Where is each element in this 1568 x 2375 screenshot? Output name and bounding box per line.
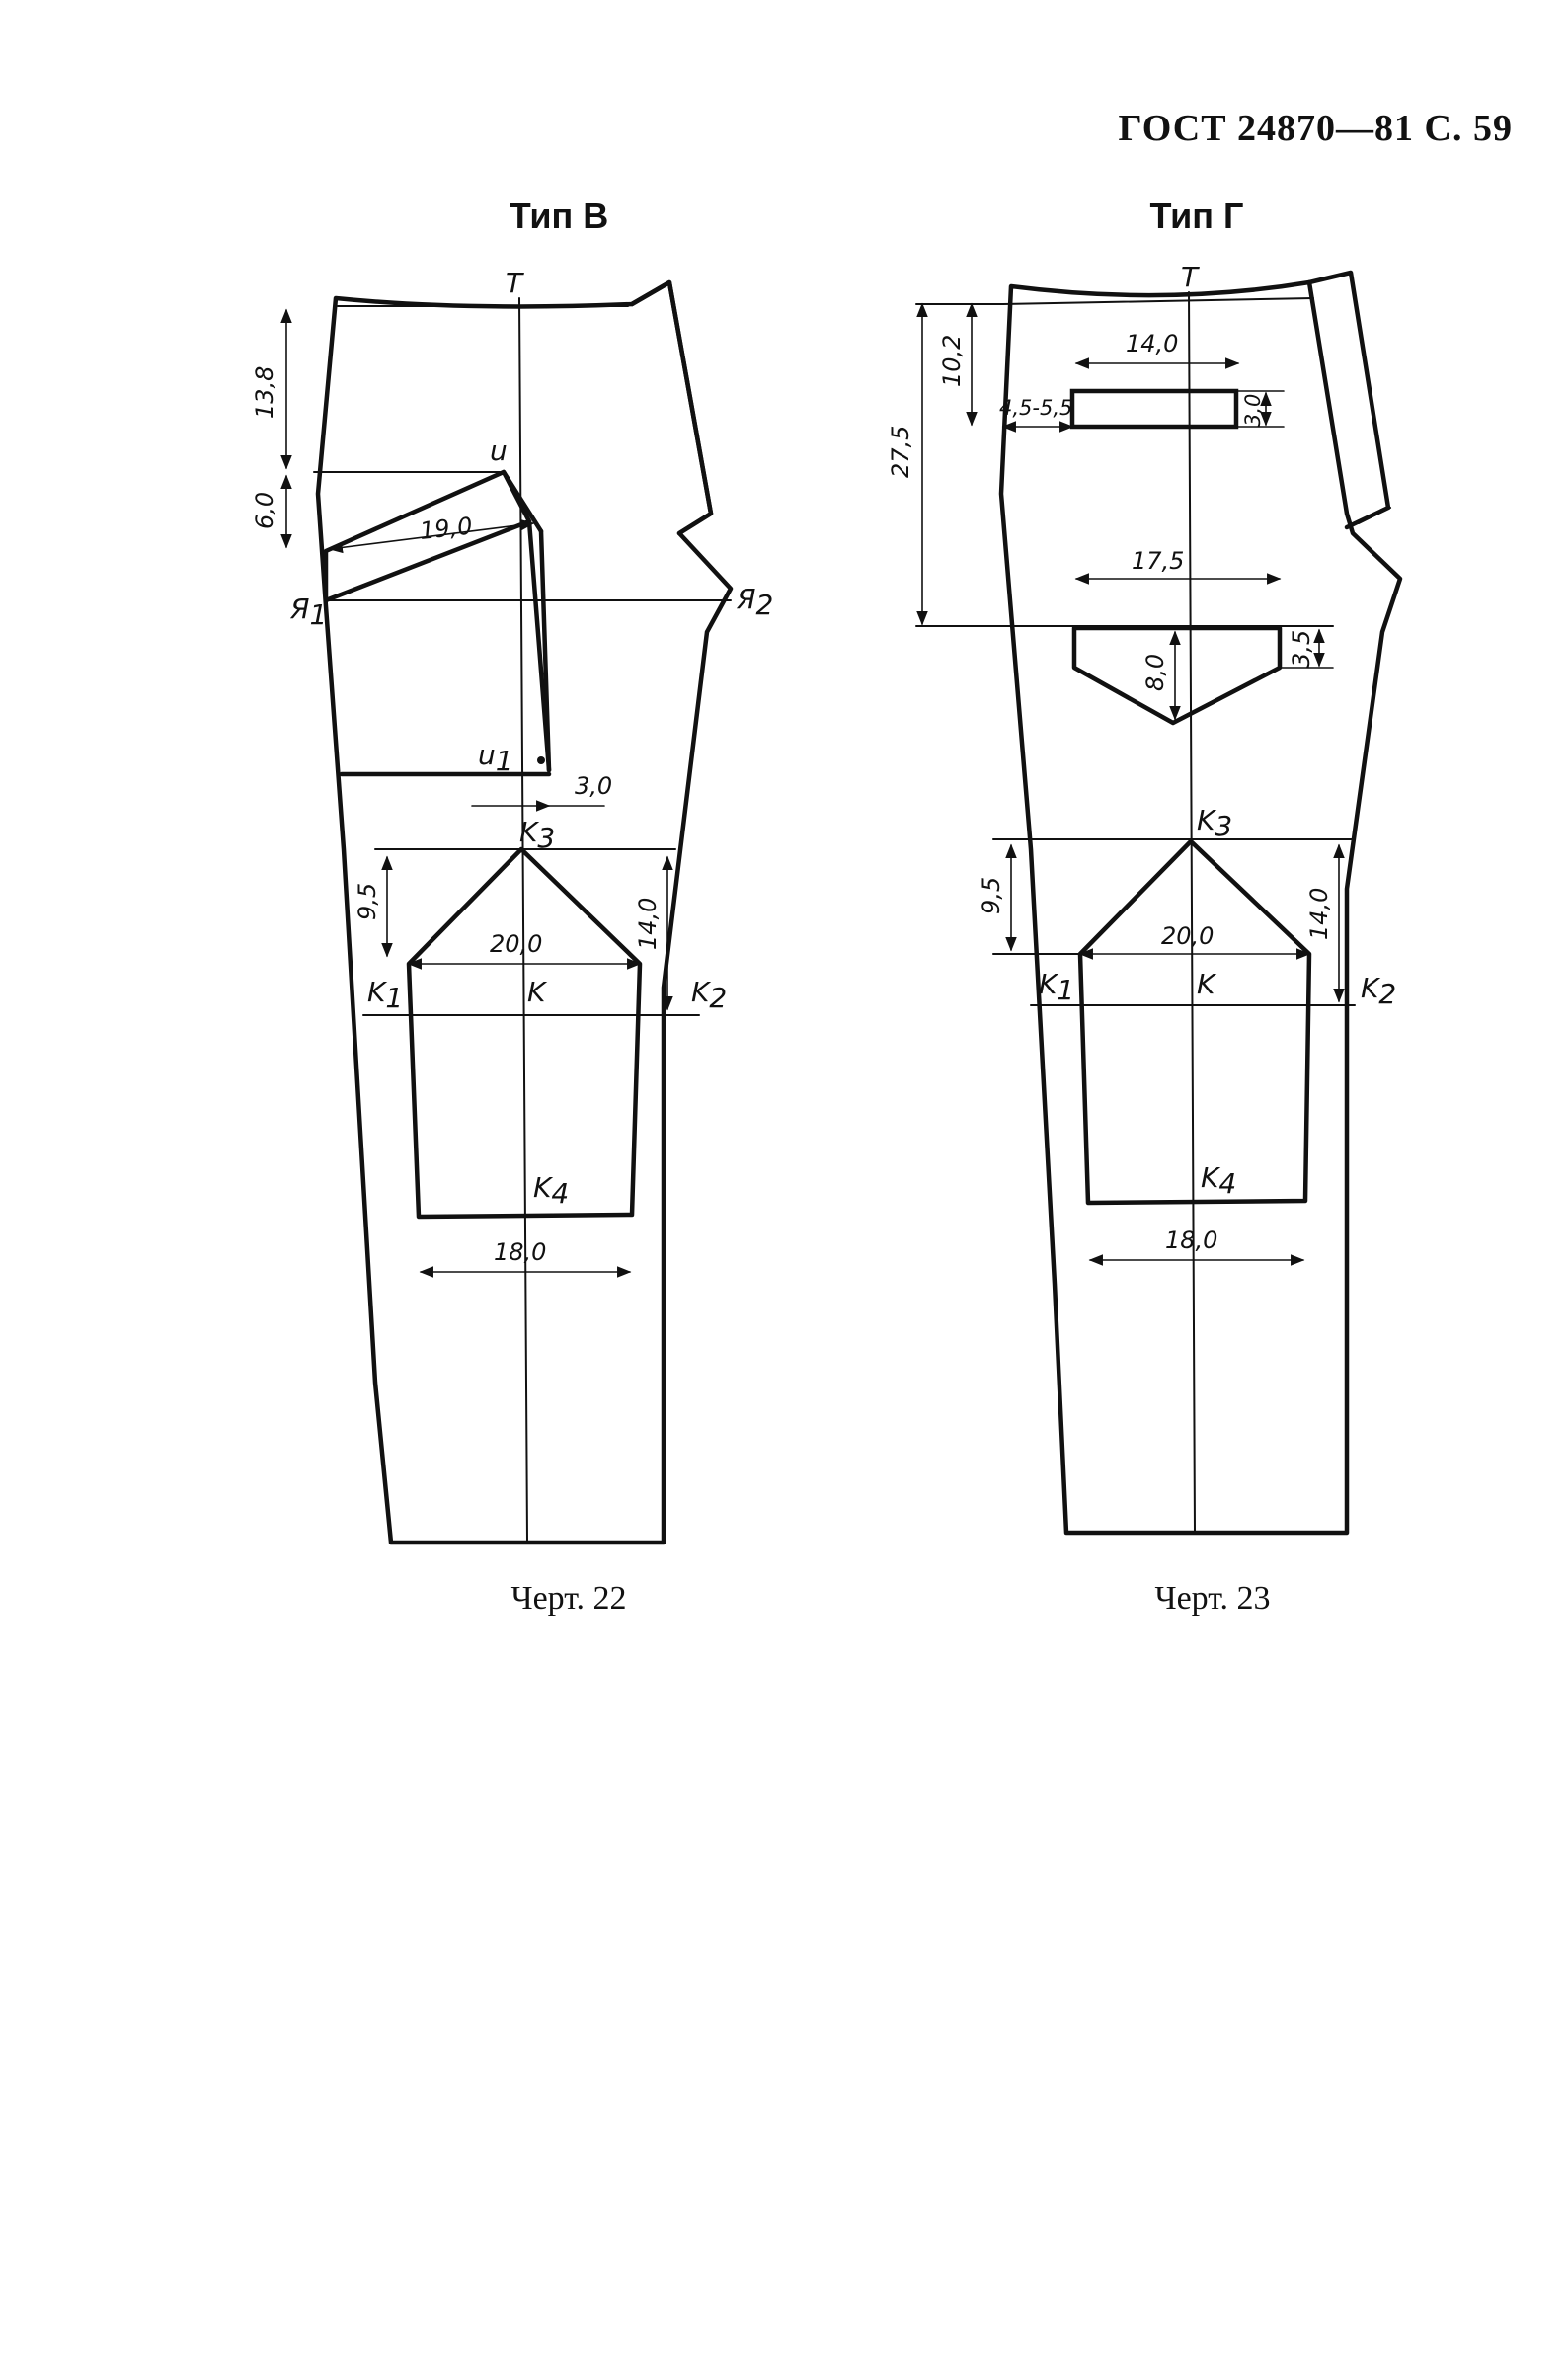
right-dim-17-5-text: 17,5	[1132, 547, 1184, 575]
left-pattern: T u u1 Я1 Я2 K3 K1 K K2 K4 13,8 6,0 19,0…	[251, 267, 773, 1545]
right-label-k: K	[1197, 968, 1217, 1000]
right-label-k1: K1	[1039, 968, 1074, 1006]
left-label-k2: K2	[691, 976, 727, 1014]
right-dim-14-top-text: 14,0	[1126, 330, 1178, 357]
left-label-k3: K3	[519, 816, 555, 854]
left-dim-18-text: 18,0	[494, 1238, 546, 1266]
left-pocket-edge	[501, 469, 544, 534]
left-pocket-flap-right	[538, 528, 552, 773]
left-label-u1: u1	[478, 739, 513, 777]
right-center-line	[1188, 291, 1196, 1534]
left-dot	[537, 756, 545, 764]
left-dim-19	[328, 518, 535, 554]
right-label-k4: K4	[1201, 1161, 1236, 1200]
left-label-k: K	[527, 976, 548, 1008]
right-waistband-tip	[1358, 507, 1391, 524]
right-caption: Черт. 23	[1154, 1580, 1271, 1617]
left-dim-3-text: 3,0	[575, 772, 612, 800]
right-dim-20-text: 20,0	[1161, 922, 1214, 950]
left-label-ya2: Я2	[736, 583, 773, 621]
left-center-line	[518, 297, 528, 1542]
right-dim-14-text: 14,0	[1305, 888, 1333, 940]
left-label-k4: K4	[533, 1171, 569, 1210]
left-dim-6-text: 6,0	[251, 492, 278, 529]
left-dim-19-text: 19,0	[419, 513, 474, 545]
right-outline	[998, 279, 1403, 1536]
right-back-pocket	[1071, 625, 1283, 726]
left-knee-patch	[406, 846, 643, 1220]
right-dim-4555-text: 4,5-5,5	[999, 396, 1072, 420]
right-panel-title: Тип Г	[1149, 196, 1244, 236]
left-dim-13-8-text: 13,8	[251, 366, 278, 419]
right-welt-pocket	[1069, 388, 1239, 430]
right-dim-10-2-text: 10,2	[938, 335, 966, 387]
right-waistband	[1306, 270, 1391, 530]
left-dim-20-text: 20,0	[490, 930, 542, 958]
left-label-u: u	[490, 435, 508, 467]
right-pattern: T K3 K1 K K2 K4 14,0 10,2 4,5-5,5 3,0 27…	[887, 261, 1403, 1536]
right-dim-8-text: 8,0	[1141, 654, 1169, 691]
right-label-k2: K2	[1361, 972, 1396, 1010]
left-label-ya1: Я1	[289, 593, 327, 631]
left-label-k1: K1	[367, 976, 403, 1014]
right-knee-patch	[1077, 838, 1312, 1206]
right-label-t: T	[1181, 261, 1200, 293]
left-dim-14-text: 14,0	[634, 898, 662, 950]
right-dim-3-text: 3,0	[1241, 394, 1265, 427]
page-header: ГОСТ 24870—81 С. 59	[1118, 108, 1513, 149]
left-label-t: T	[506, 267, 524, 299]
left-panel-title: Тип В	[509, 196, 609, 236]
left-caption: Черт. 22	[510, 1580, 627, 1617]
left-dim-9-5-text: 9,5	[353, 883, 381, 920]
right-dim-9-5-text: 9,5	[978, 877, 1005, 914]
right-dim-3-5-text: 3,5	[1288, 630, 1315, 668]
right-waist-line	[1002, 297, 1314, 305]
right-dim-18-text: 18,0	[1165, 1227, 1217, 1254]
left-waistband	[629, 279, 714, 536]
right-label-k3: K3	[1197, 804, 1232, 842]
right-dim-27-5-text: 27,5	[887, 426, 914, 478]
